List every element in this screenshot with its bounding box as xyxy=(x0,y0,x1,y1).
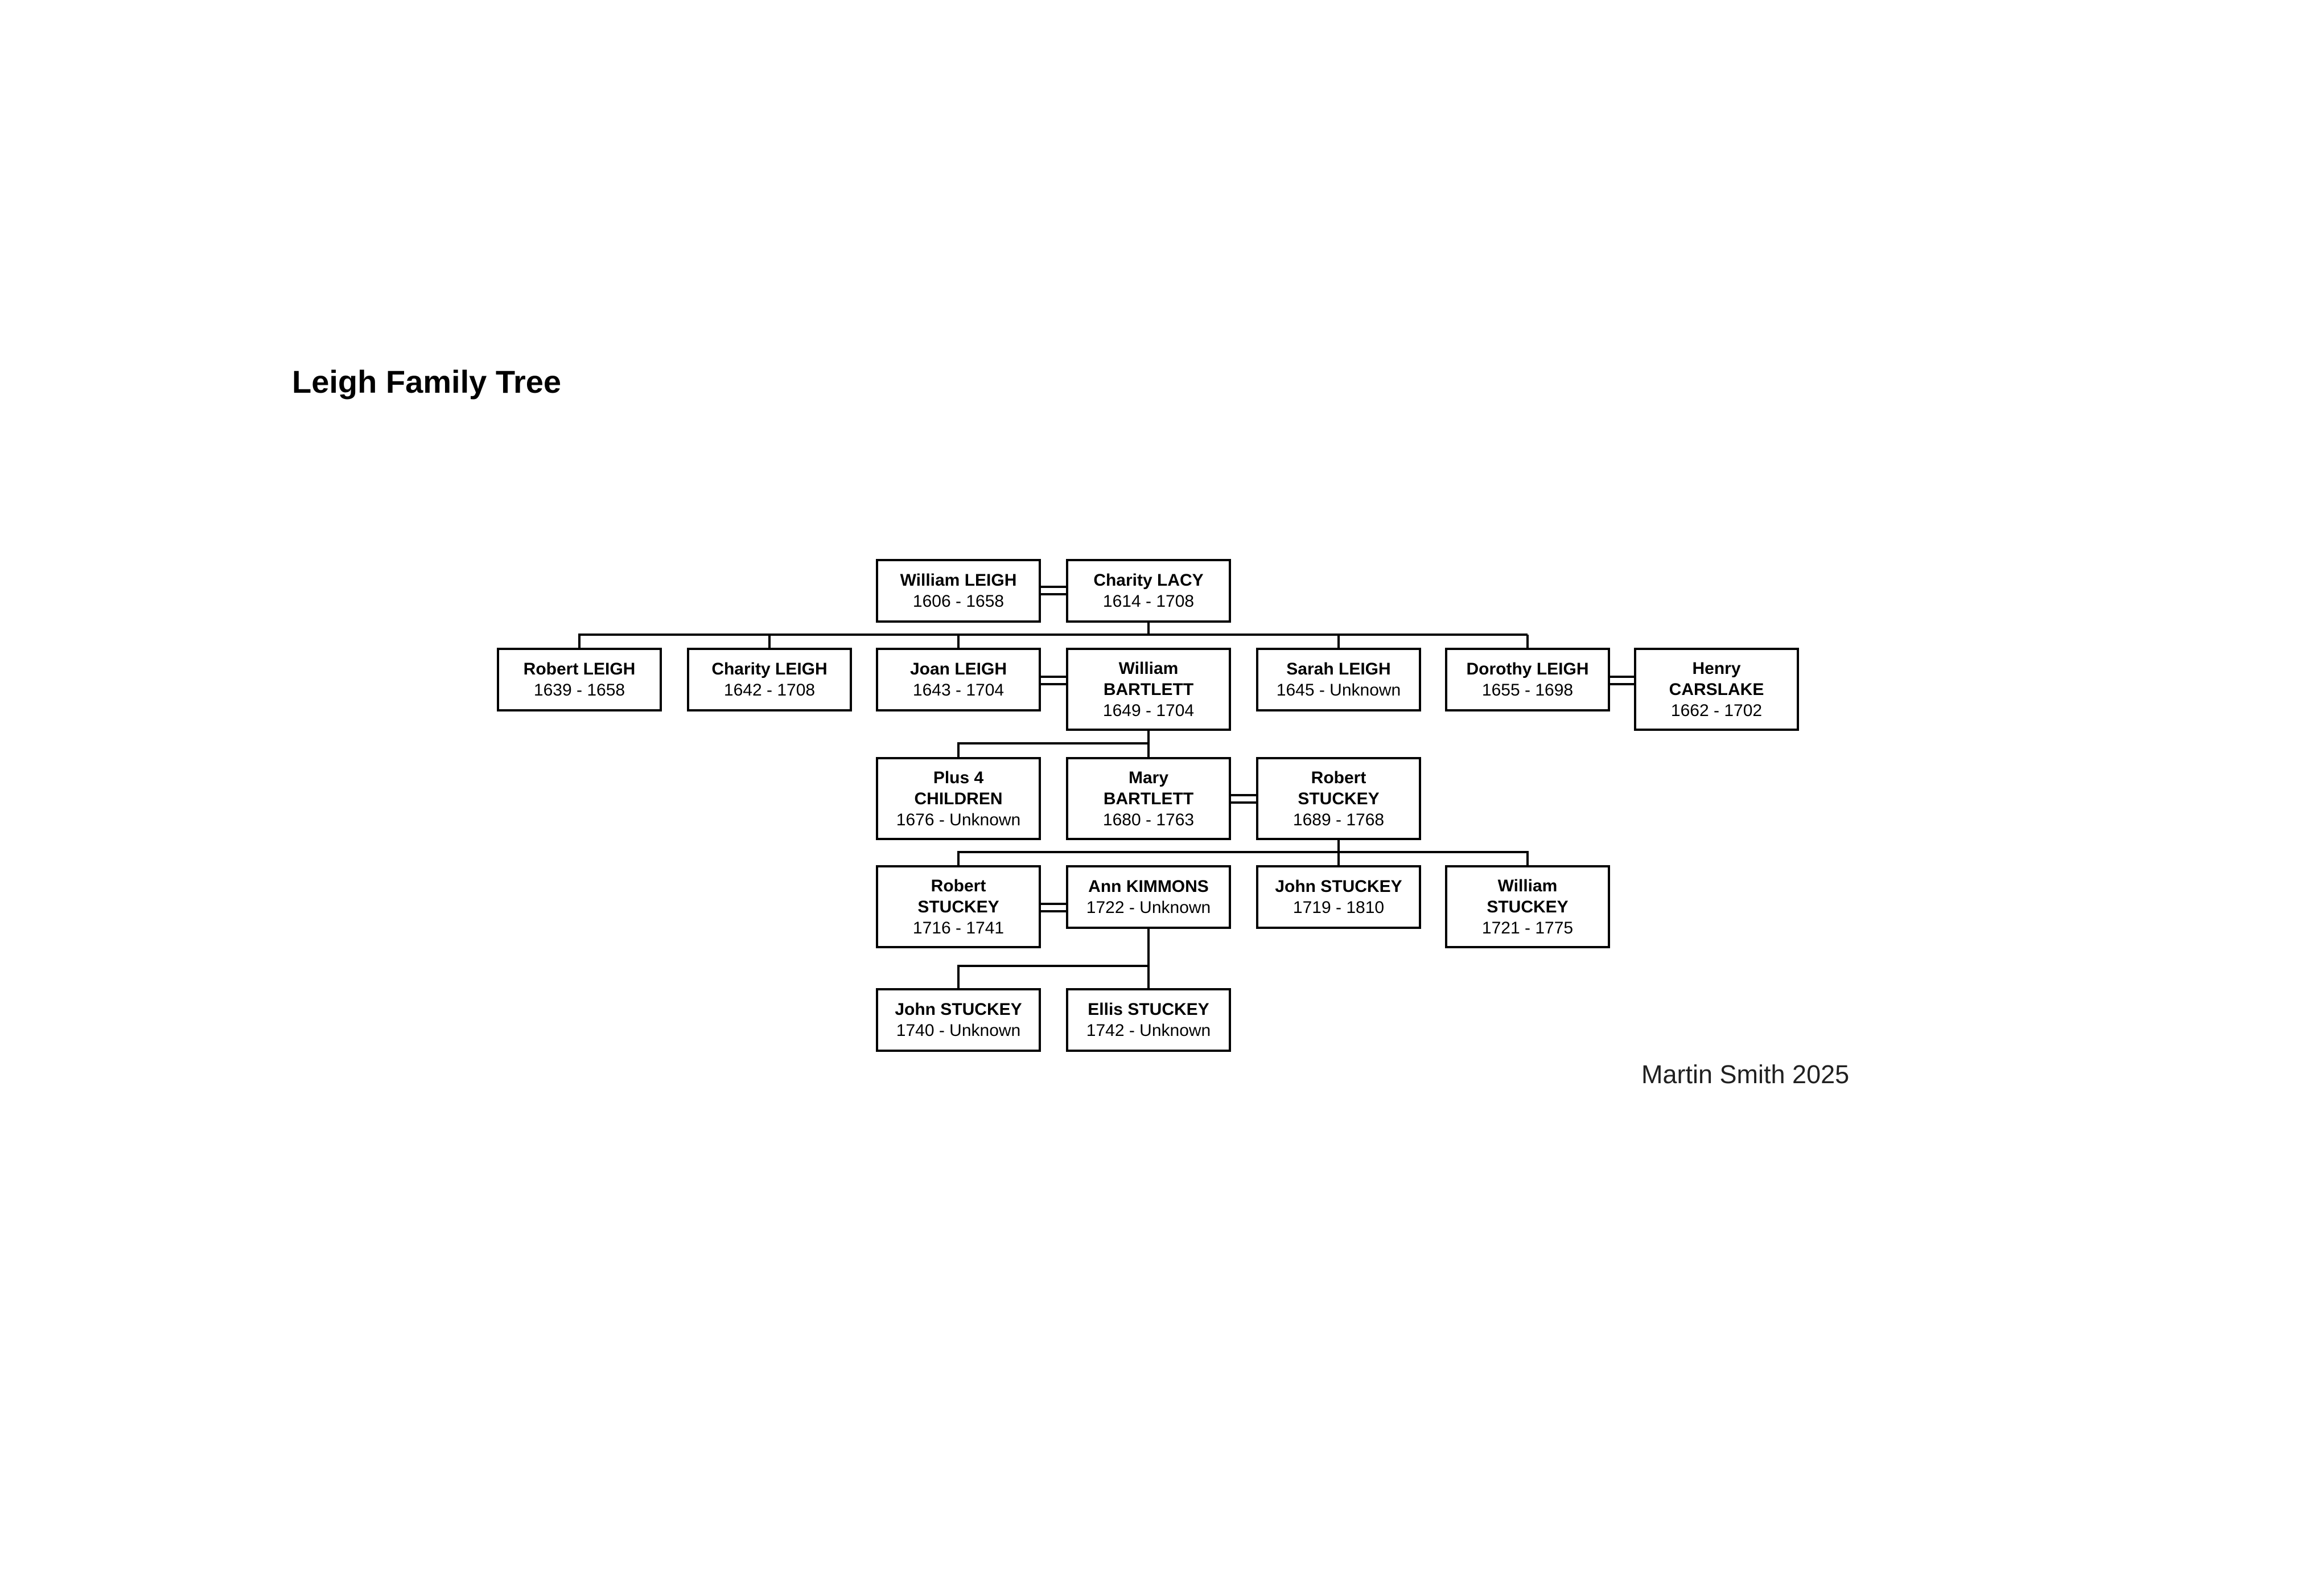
person-dates: 1722 - Unknown xyxy=(1086,898,1211,917)
person-dates: 1680 - 1763 xyxy=(1102,810,1195,829)
person-name: Charity LEIGH xyxy=(711,660,828,678)
person-name: Plus 4 CHILDREN xyxy=(914,768,1003,808)
person-box-plus-4-children: Plus 4 CHILDREN 1676 - Unknown xyxy=(876,757,1041,840)
person-dates: 1719 - 1810 xyxy=(1292,898,1385,917)
person-dates: 1642 - 1708 xyxy=(723,681,816,700)
person-box-dorothy-leigh: Dorothy LEIGH 1655 - 1698 xyxy=(1445,648,1610,711)
person-dates: 1716 - 1741 xyxy=(912,918,1005,937)
person-dates: 1645 - Unknown xyxy=(1276,681,1401,700)
person-name: Henry CARSLAKE xyxy=(1669,659,1764,699)
person-name: William STUCKEY xyxy=(1487,876,1569,916)
person-box-ellis-stuckey: Ellis STUCKEY 1742 - Unknown xyxy=(1066,988,1231,1052)
person-box-ann-kimmons: Ann KIMMONS 1722 - Unknown xyxy=(1066,865,1231,929)
person-name: Robert LEIGH xyxy=(523,660,636,678)
person-box-robert-stuckey-sr: Robert STUCKEY 1689 - 1768 xyxy=(1256,757,1421,840)
person-box-mary-bartlett: Mary BARTLETT 1680 - 1763 xyxy=(1066,757,1231,840)
person-dates: 1606 - 1658 xyxy=(912,592,1005,611)
person-dates: 1689 - 1768 xyxy=(1292,810,1385,829)
person-name: Joan LEIGH xyxy=(909,660,1007,678)
person-name: John STUCKEY xyxy=(895,1000,1022,1019)
person-box-robert-leigh: Robert LEIGH 1639 - 1658 xyxy=(497,648,662,711)
person-dates: 1649 - 1704 xyxy=(1102,701,1195,720)
person-box-sarah-leigh: Sarah LEIGH 1645 - Unknown xyxy=(1256,648,1421,711)
person-dates: 1614 - 1708 xyxy=(1102,592,1195,611)
person-name: Ann KIMMONS xyxy=(1088,877,1209,896)
person-name: Charity LACY xyxy=(1093,571,1204,590)
person-dates: 1639 - 1658 xyxy=(533,681,625,700)
person-dates: 1676 - Unknown xyxy=(896,810,1021,829)
person-name: Dorothy LEIGH xyxy=(1466,660,1589,678)
person-box-william-bartlett: William BARTLETT 1649 - 1704 xyxy=(1066,648,1231,731)
person-name: Robert STUCKEY xyxy=(917,876,999,916)
person-name: Ellis STUCKEY xyxy=(1088,1000,1209,1019)
person-name: John STUCKEY xyxy=(1275,877,1402,896)
person-name: Sarah LEIGH xyxy=(1286,660,1391,678)
person-box-william-stuckey: William STUCKEY 1721 - 1775 xyxy=(1445,865,1610,948)
person-box-henry-carslake: Henry CARSLAKE 1662 - 1702 xyxy=(1634,648,1799,731)
person-dates: 1721 - 1775 xyxy=(1481,918,1574,937)
page-title: Leigh Family Tree xyxy=(292,364,562,400)
person-box-john-stuckey-1740: John STUCKEY 1740 - Unknown xyxy=(876,988,1041,1052)
person-dates: 1643 - 1704 xyxy=(912,681,1005,700)
person-name: Robert STUCKEY xyxy=(1298,768,1380,808)
author-credit: Martin Smith 2025 xyxy=(1641,1060,1850,1089)
person-name: William BARTLETT xyxy=(1103,659,1194,699)
person-box-charity-leigh: Charity LEIGH 1642 - 1708 xyxy=(687,648,852,711)
person-dates: 1662 - 1702 xyxy=(1670,701,1763,720)
person-name: Mary BARTLETT xyxy=(1103,768,1194,808)
person-box-charity-lacy: Charity LACY 1614 - 1708 xyxy=(1066,559,1231,623)
person-dates: 1740 - Unknown xyxy=(896,1021,1021,1040)
person-box-robert-stuckey-jr: Robert STUCKEY 1716 - 1741 xyxy=(876,865,1041,948)
person-dates: 1742 - Unknown xyxy=(1086,1021,1211,1040)
person-dates: 1655 - 1698 xyxy=(1481,681,1574,700)
person-box-joan-leigh: Joan LEIGH 1643 - 1704 xyxy=(876,648,1041,711)
person-name: William LEIGH xyxy=(900,571,1017,590)
person-box-william-leigh: William LEIGH 1606 - 1658 xyxy=(876,559,1041,623)
person-box-john-stuckey-1719: John STUCKEY 1719 - 1810 xyxy=(1256,865,1421,929)
